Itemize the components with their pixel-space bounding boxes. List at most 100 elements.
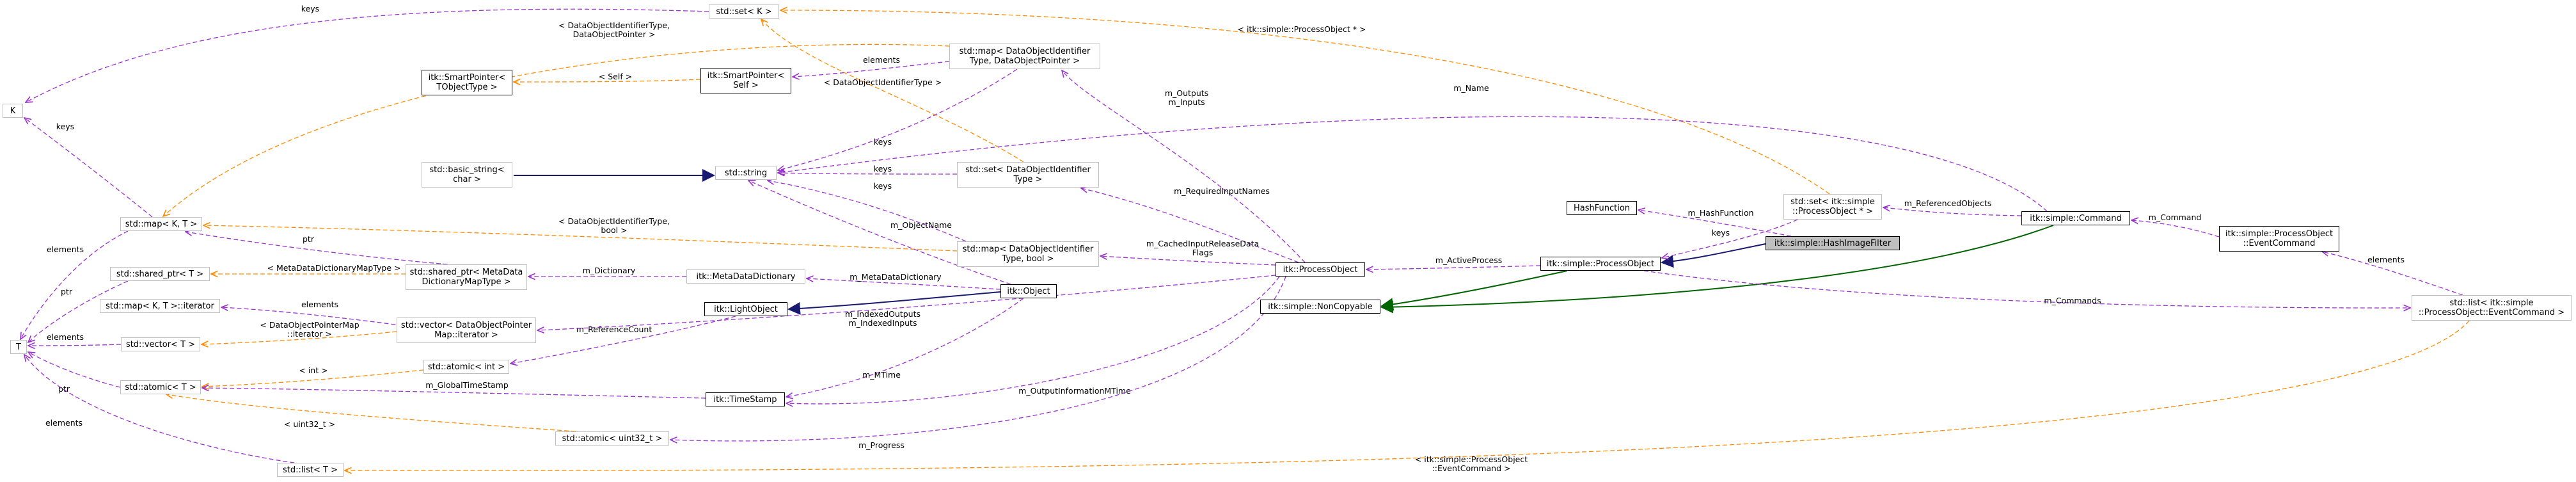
node-metadata-dictionary[interactable]: itk::MetaDataDictionary [686,269,805,284]
edge-listevent-listt-label: < itk::simple::ProcessObject::EventComma… [1415,454,1528,473]
edge-sharedmeta-mapkt-label: ptr [303,234,315,244]
node-light-object[interactable]: itk::LightObject [704,302,787,316]
edge-mapbool-mapkt-label: < DataObjectIdentifierType,bool > [558,216,670,235]
node-smart-pointer-self[interactable]: itk::SmartPointer< Self > [700,68,791,93]
node-list-t[interactable]: std::list< T > [277,463,344,477]
edge-mapbool-mapkt [203,225,958,252]
edge-mapbool-string [768,181,967,242]
edge-object-metadict-label: m_MetaDataDictionary [849,272,942,282]
edge-command-setpo-label: m_ReferencedObjects [1904,198,1992,208]
node-set-dataobject-identifier[interactable]: std::set< DataObjectIdentifier Type > [957,162,1099,188]
edge-hashimage-simplepo [1661,243,1766,268]
edge-mapdataobj-smartself-label: elements [863,55,900,65]
edge-atomicuint-atomict [166,394,576,432]
node-atomic-t[interactable]: std::atomic< T > [120,380,201,394]
edge-listevent-eventcommand-label: elements [2367,255,2405,264]
edge-atomict-t-label: ptr [58,384,70,394]
edge-object-string [748,181,1011,285]
node-set-simple-process-object[interactable]: std::set< itk::simple ::ProcessObject * … [1783,194,1882,220]
edge-processobject-atomicuint-label: m_Progress [858,440,905,450]
edge-vectoriter-vectort-label: < DataObjectPointerMap::iterator > [260,320,359,339]
edge-simplepo-noncopyable [1380,270,1568,311]
node-command[interactable]: itk::simple::Command [2021,211,2130,225]
node-map-k-t-iterator[interactable]: std::map< K, T >::iterator [100,299,220,313]
edge-vectort-t [28,344,122,346]
edge-processobject-vectoriter [537,275,1276,330]
edge-command-noncopyable [1380,225,2054,314]
node-map-dataobject-bool[interactable]: std::map< DataObjectIdentifier Type, boo… [957,241,1099,267]
edge-timestamp-atomict-label: m_GlobalTimeStamp [425,380,509,390]
node-smart-pointer-tobjecttype[interactable]: itk::SmartPointer< TObjectType > [422,70,512,95]
edge-smartself-smarttobj-label: < Self > [599,72,632,81]
node-string[interactable]: std::string [715,166,777,180]
node-basic-string[interactable]: std::basic_string< char > [422,162,512,188]
edge-setk-k [26,8,709,102]
edge-sharedmeta-sharedt-label: < MetaDataDictionaryMapType > [267,263,401,273]
edge-vectoriter-mapiter-label: elements [301,300,338,309]
edge-sharedmeta-mapkt [186,232,448,265]
edge-setpo-simplepo-label: keys [1712,228,1730,237]
edge-object-timestamp-label: m_MTime [862,370,901,380]
node-t[interactable]: T [10,340,27,354]
edge-atomict-t [28,352,121,388]
edge-mapdataobj-smartself [793,61,950,77]
edge-atomict-t-2-label: elements [45,418,83,428]
edge-eventcommand-command-label: m_Command [2149,213,2202,222]
node-set-k[interactable]: std::set< K > [709,4,779,19]
edge-command-string-label: m_Name [1453,83,1489,93]
node-hash-function[interactable]: HashFunction [1567,201,1637,215]
node-vector-dataobject-iterator[interactable]: std::vector< DataObjectPointer Map::iter… [397,317,536,343]
edge-lightobject-atomicint [510,316,736,364]
edge-object-timestamp [786,298,1024,397]
node-atomic-int[interactable]: std::atomic< int > [423,360,509,374]
edge-hashimage-hashfunction [1638,210,1792,237]
node-k[interactable]: K [3,104,23,118]
edge-listevent-eventcommand [2322,252,2463,296]
node-list-event-command[interactable]: std::list< itk::simple ::ProcessObject::… [2412,295,2572,321]
node-object[interactable]: itk::Object [1000,284,1057,298]
edge-processobject-atomicuint [670,276,1286,441]
node-shared-ptr-metadata[interactable]: std::shared_ptr< MetaData DictionaryMapT… [406,264,527,290]
edge-hashimage-hashfunction-label: m_HashFunction [1687,208,1753,218]
node-event-command[interactable]: itk::simple::ProcessObject ::EventComman… [2219,226,2339,252]
edge-processobject-mapbool [1100,256,1276,266]
edge-processobject-timestamp-label: m_OutputInformationMTime [1018,386,1131,396]
edge-mapkt-k-label: keys [56,122,74,131]
edge-atomicint-atomict-label: < int > [299,366,328,375]
edge-sharedt-t [28,280,129,342]
node-timestamp[interactable]: itk::TimeStamp [706,392,785,406]
edge-mapdataobj-string-label: keys [874,137,892,147]
node-vector-t[interactable]: std::vector< T > [121,337,200,351]
edge-metadict-sharedmeta-label: m_Dictionary [583,266,636,275]
edge-object-metadict [807,278,1001,290]
edge-listevent-listt [345,320,2470,470]
edge-mapkt-t-label: elements [47,245,84,254]
edge-object-string-label: m_ObjectName [890,220,952,230]
edge-mapdataobj-string [778,68,1018,170]
edge-setpo-simplepo [1662,219,1798,258]
edge-processobject-setdataobj [1081,188,1299,263]
edge-simplepo-processobject [1366,265,1541,269]
edge-smartself-smarttobj [514,79,701,82]
node-shared-ptr-t[interactable]: std::shared_ptr< T > [110,267,210,281]
edge-eventcommand-command [2131,220,2220,237]
node-map-k-t[interactable]: std::map< K, T > [120,217,202,231]
edge-mapkt-t [20,230,129,339]
node-noncopyable[interactable]: itk::simple::NonCopyable [1260,300,1380,314]
node-map-dataobject-pointer[interactable]: std::map< DataObjectIdentifier Type, Dat… [949,44,1100,69]
node-process-object[interactable]: itk::ProcessObject [1276,262,1365,277]
node-atomic-uint32[interactable]: std::atomic< uint32_t > [555,431,669,446]
node-simple-process-object[interactable]: itk::simple::ProcessObject [1540,257,1661,271]
edge-atomict-t-2 [24,355,295,463]
edge-setpo-setk-label: < itk::simple::ProcessObject * > [1238,24,1366,34]
edge-vectoriter-mapiter [221,307,410,327]
edge-processobject-setdataobj-label: m_RequiredInputNames [1174,186,1270,196]
node-hash-image-filter[interactable]: itk::simple::HashImageFilter [1766,236,1900,250]
edge-setdataobj-string [778,173,958,174]
edge-simplepo-processobject-label: m_ActiveProcess [1435,255,1503,265]
edge-setdataobj-setk [761,19,1024,163]
edge-processobject-timestamp [786,276,1280,404]
edge-command-setpo [1883,207,2022,216]
